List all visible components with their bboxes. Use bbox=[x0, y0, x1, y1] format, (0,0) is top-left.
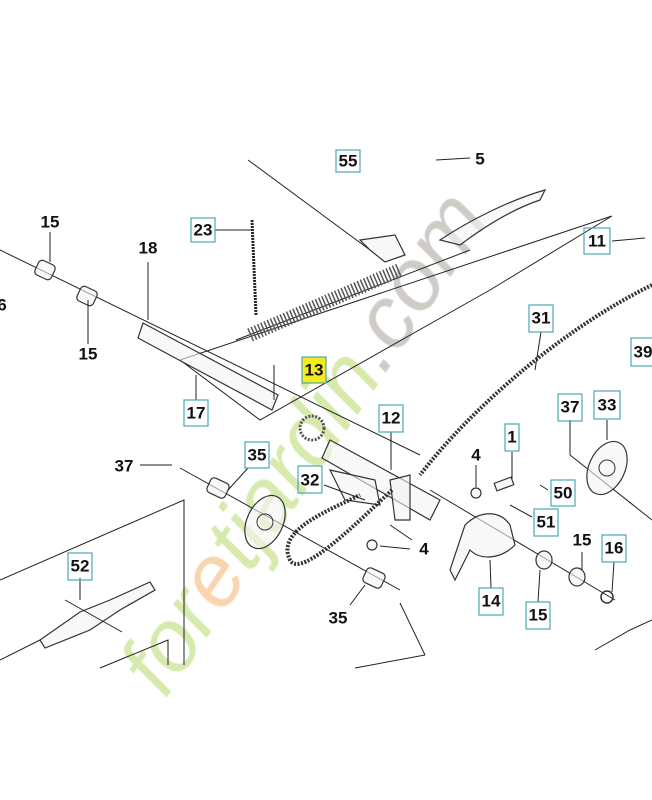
callout-text: 1 bbox=[507, 428, 516, 447]
chain bbox=[285, 283, 652, 566]
callout-1[interactable]: 1 bbox=[504, 423, 520, 452]
callout-text: 35 bbox=[329, 609, 348, 628]
callout-23[interactable]: 23 bbox=[190, 217, 216, 243]
callout-39[interactable]: 39 bbox=[630, 337, 652, 367]
callout-text: 15 bbox=[79, 345, 98, 364]
callout-text: 11 bbox=[588, 232, 606, 251]
callout-18[interactable]: 18 bbox=[139, 239, 158, 258]
callout-37[interactable]: 37 bbox=[115, 457, 134, 476]
callout-13-highlighted[interactable]: 13 bbox=[301, 356, 327, 384]
callout-text: 37 bbox=[561, 398, 580, 417]
callout-text: 17 bbox=[187, 404, 206, 423]
callout-labels: 55 5 23 15 18 11 6 15 31 39 13 17 12 37 … bbox=[0, 149, 652, 630]
callout-32[interactable]: 32 bbox=[297, 465, 323, 494]
callout-17[interactable]: 17 bbox=[183, 399, 209, 427]
wheels-and-bushings bbox=[179, 440, 652, 604]
callout-4[interactable]: 4 bbox=[471, 446, 481, 465]
callout-text: 35 bbox=[248, 446, 267, 465]
callout-15[interactable]: 15 bbox=[79, 345, 98, 364]
callout-text: 12 bbox=[382, 409, 401, 428]
callout-text: 51 bbox=[537, 513, 556, 532]
callout-text: 52 bbox=[71, 557, 90, 576]
callout-text: 5 bbox=[475, 150, 484, 169]
callout-15[interactable]: 15 bbox=[573, 531, 592, 550]
callout-text: 4 bbox=[419, 540, 429, 559]
callout-12[interactable]: 12 bbox=[378, 404, 404, 433]
shaft-assembly bbox=[0, 249, 441, 521]
callout-text: 32 bbox=[301, 471, 320, 490]
callout-33[interactable]: 33 bbox=[593, 390, 621, 420]
callout-text: 23 bbox=[194, 221, 213, 240]
callout-35[interactable]: 35 bbox=[244, 441, 270, 469]
callout-text: 31 bbox=[532, 309, 551, 328]
leader-lines bbox=[49, 157, 646, 606]
callout-55[interactable]: 55 bbox=[335, 149, 361, 173]
callout-52[interactable]: 52 bbox=[67, 552, 93, 581]
callout-text: 4 bbox=[471, 446, 481, 465]
callout-text: 15 bbox=[41, 213, 60, 232]
callout-text: 16 bbox=[605, 539, 624, 558]
callout-37[interactable]: 37 bbox=[557, 393, 583, 422]
diagram-frames bbox=[0, 159, 652, 669]
callout-5[interactable]: 5 bbox=[475, 150, 484, 169]
callout-text: 13 bbox=[305, 361, 324, 380]
callout-text: 37 bbox=[115, 457, 134, 476]
callout-50[interactable]: 50 bbox=[550, 479, 576, 507]
callout-16[interactable]: 16 bbox=[601, 534, 627, 563]
callout-4[interactable]: 4 bbox=[419, 540, 429, 559]
spring-rod-assembly bbox=[235, 189, 547, 342]
callout-text: 33 bbox=[598, 396, 617, 415]
callout-31[interactable]: 31 bbox=[528, 304, 554, 333]
callout-51[interactable]: 51 bbox=[533, 508, 559, 537]
callout-6[interactable]: 6 bbox=[0, 296, 7, 315]
callout-text: 39 bbox=[634, 343, 652, 362]
callout-text: 50 bbox=[554, 484, 573, 503]
callout-15[interactable]: 15 bbox=[525, 601, 551, 630]
callout-14[interactable]: 14 bbox=[478, 587, 504, 616]
callout-15[interactable]: 15 bbox=[41, 213, 60, 232]
callout-text: 15 bbox=[529, 606, 548, 625]
callout-11[interactable]: 11 bbox=[583, 227, 611, 255]
callout-text: 15 bbox=[573, 531, 592, 550]
callout-text: 55 bbox=[339, 152, 358, 171]
callout-text: 14 bbox=[482, 592, 501, 611]
callout-35[interactable]: 35 bbox=[329, 609, 348, 628]
callout-text: 18 bbox=[139, 239, 158, 258]
callout-text: 6 bbox=[0, 296, 7, 315]
lever-detail bbox=[39, 578, 156, 649]
